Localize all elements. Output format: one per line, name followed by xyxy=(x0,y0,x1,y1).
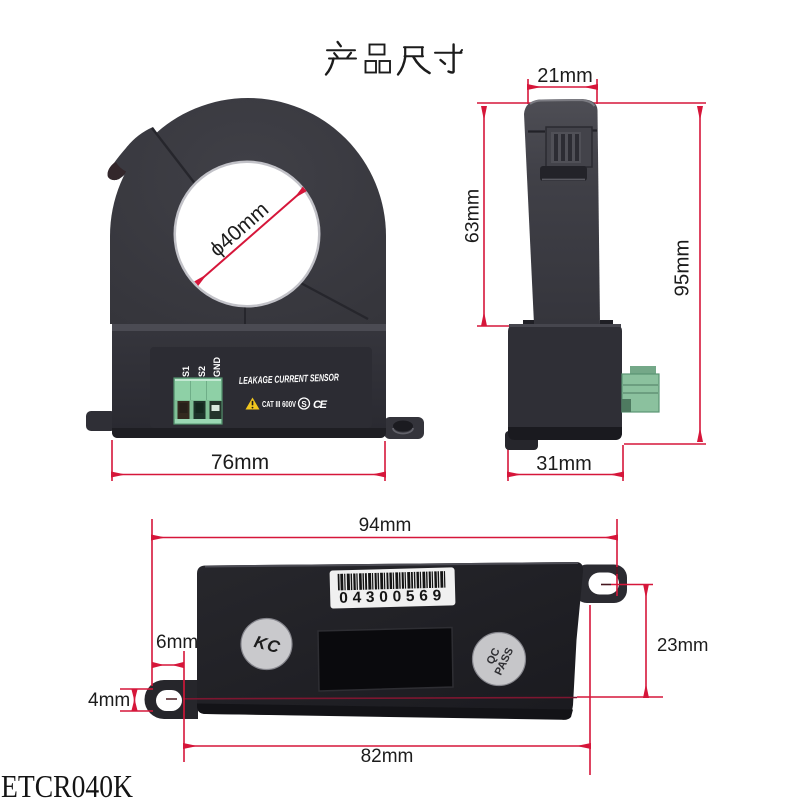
svg-text:GND: GND xyxy=(212,357,222,378)
svg-text:S: S xyxy=(301,400,307,409)
svg-text:LEAKAGE CURRENT SENSOR: LEAKAGE CURRENT SENSOR xyxy=(239,372,340,387)
svg-text:04300569: 04300569 xyxy=(339,587,446,607)
svg-text:ETCR040K: ETCR040K xyxy=(1,769,133,800)
svg-text:S1: S1 xyxy=(181,366,191,377)
svg-text:S2: S2 xyxy=(197,366,207,377)
svg-text:94mm: 94mm xyxy=(359,515,412,536)
svg-text:76mm: 76mm xyxy=(211,451,269,474)
svg-text:4mm: 4mm xyxy=(88,690,130,711)
svg-text:CAT III 600V: CAT III 600V xyxy=(262,400,296,409)
svg-text:31mm: 31mm xyxy=(536,453,592,475)
svg-text:6mm: 6mm xyxy=(156,632,198,653)
svg-text:63mm: 63mm xyxy=(462,189,484,243)
svg-text:95mm: 95mm xyxy=(671,240,694,297)
svg-text:23mm: 23mm xyxy=(657,634,708,655)
svg-text:82mm: 82mm xyxy=(361,746,414,767)
svg-text:21mm: 21mm xyxy=(537,65,593,87)
svg-text:CE: CE xyxy=(313,399,328,411)
